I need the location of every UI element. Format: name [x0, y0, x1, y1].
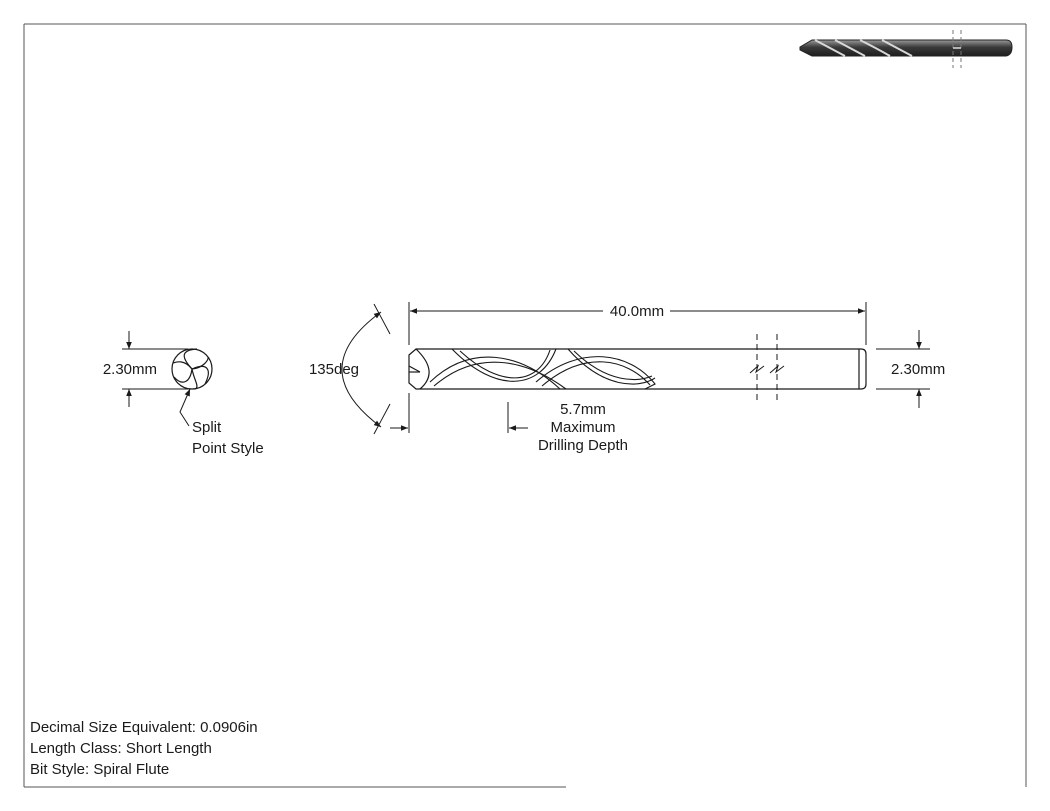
drilling-depth-line2: Drilling Depth — [538, 437, 628, 454]
drill-body — [408, 348, 867, 390]
end-view: 2.30mm Split Point Style — [103, 331, 264, 457]
spec-decimal-size: Decimal Size Equivalent: 0.0906in — [30, 719, 258, 737]
side-view: 135deg 40.0mm — [309, 302, 945, 454]
point-angle-label: 135deg — [309, 361, 359, 378]
shank-diameter-dimension — [876, 330, 930, 408]
break-lines — [749, 334, 785, 403]
end-view-circle — [171, 348, 213, 390]
split-point-note-line1: Split — [192, 419, 222, 436]
overall-length-dimension — [408, 302, 867, 345]
drilling-depth-dimension — [390, 393, 528, 433]
split-point-leader — [179, 388, 191, 427]
end-diameter-dimension — [122, 331, 188, 407]
overall-length-label: 40.0mm — [610, 303, 664, 320]
spec-length-class: Length Class: Short Length — [30, 740, 212, 758]
drill-thumbnail — [799, 30, 1013, 68]
drill-flutes — [429, 348, 656, 390]
shank-diameter-label: 2.30mm — [891, 361, 945, 378]
point-angle-dimension — [341, 303, 391, 435]
spec-bit-style: Bit Style: Spiral Flute — [30, 761, 169, 779]
drilling-depth-value: 5.7mm — [560, 401, 606, 418]
end-diameter-label: 2.30mm — [103, 361, 157, 378]
spec-label: Decimal Size Equivalent: — [30, 719, 196, 736]
spec-value: 0.0906in — [200, 719, 258, 736]
drilling-depth-line1: Maximum — [550, 419, 615, 436]
spec-label: Length Class: — [30, 740, 122, 757]
spec-value: Spiral Flute — [93, 761, 170, 778]
split-point-note-line2: Point Style — [192, 440, 264, 457]
spec-label: Bit Style: — [30, 761, 90, 778]
sheet-border — [23, 23, 1027, 788]
spec-value: Short Length — [125, 740, 212, 757]
